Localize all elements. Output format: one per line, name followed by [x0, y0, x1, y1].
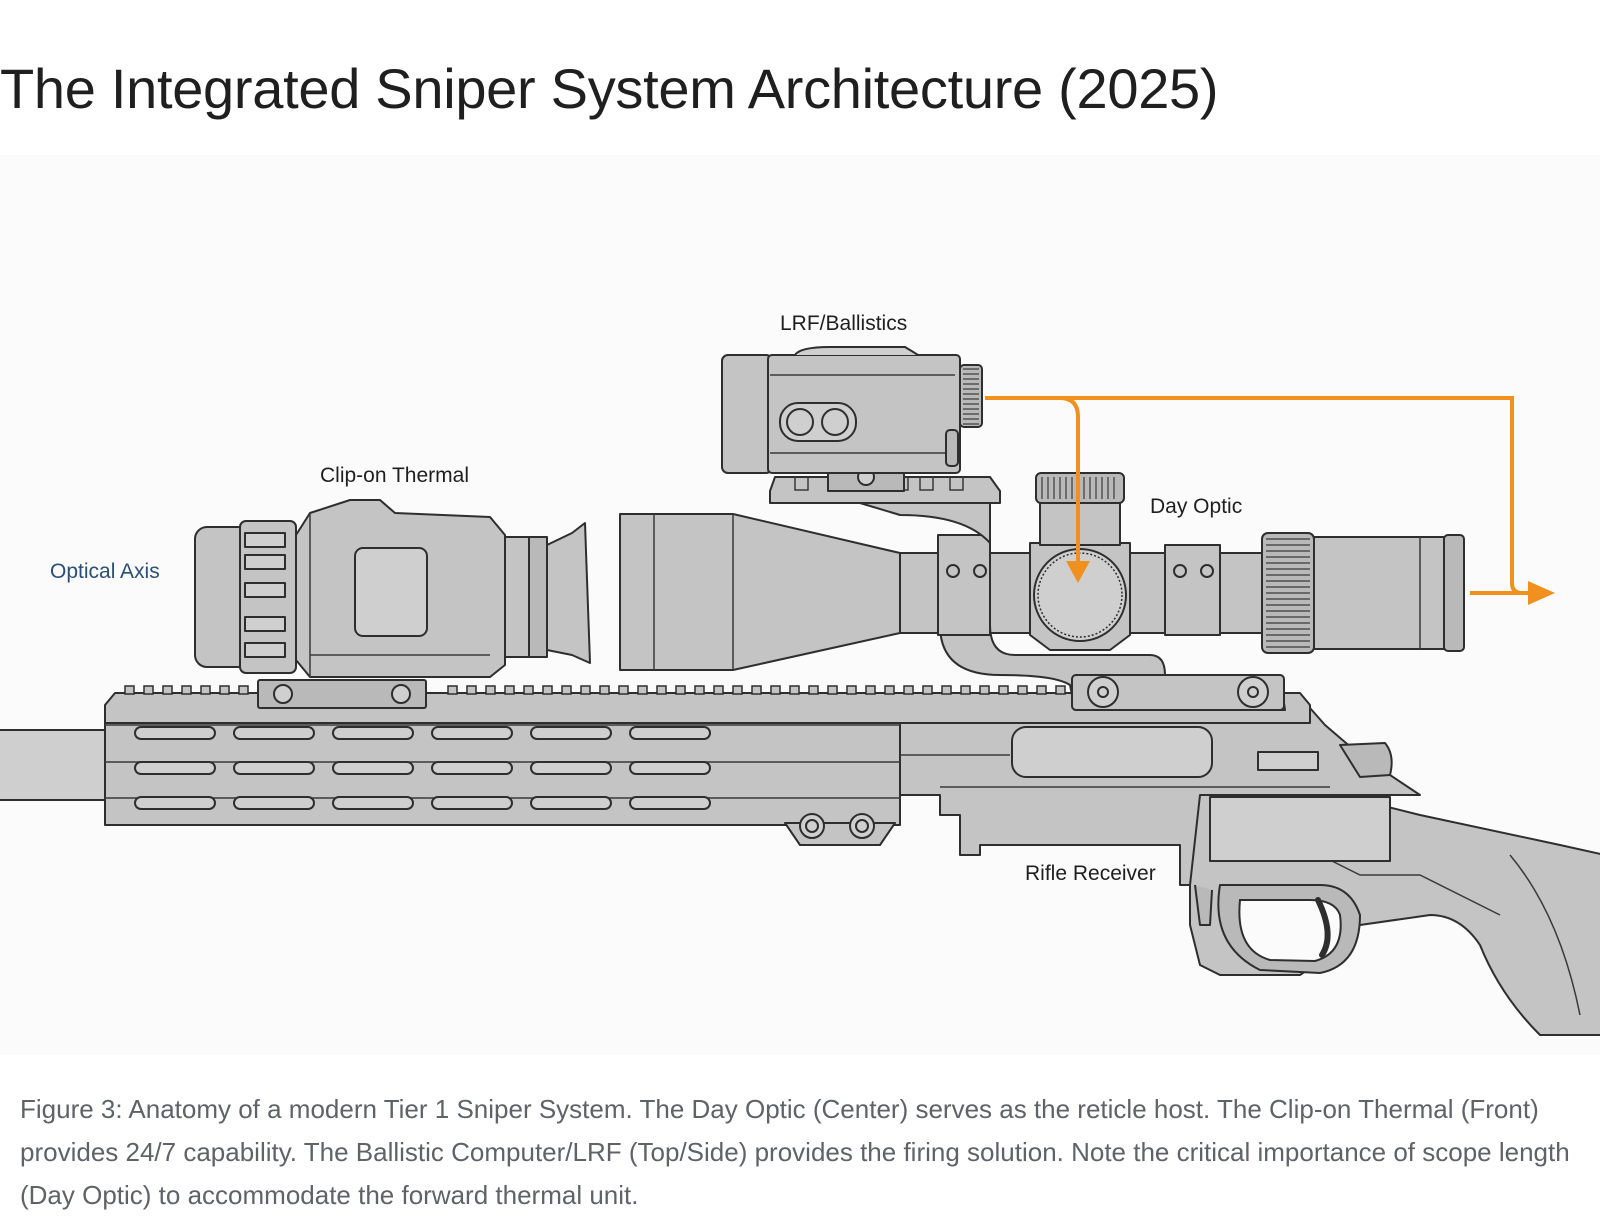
page-title: The Integrated Sniper System Architectur… — [0, 57, 1219, 120]
rifle-body — [0, 685, 1600, 1036]
rail-tooth — [770, 685, 781, 695]
rail-tooth — [884, 685, 895, 695]
data-flow-arrows — [985, 396, 1555, 605]
rail-tooth — [865, 685, 876, 695]
rail-tooth — [618, 685, 629, 695]
rail-teeth — [124, 685, 1066, 695]
mlok-slot — [233, 761, 315, 775]
mlok-slot — [332, 796, 414, 810]
mlok-slot — [233, 726, 315, 740]
rail-tooth — [504, 685, 515, 695]
label-day-optic: Day Optic — [1150, 495, 1242, 518]
rail-tooth — [238, 685, 249, 695]
mlok-slot — [431, 796, 513, 810]
mlok-slot — [134, 761, 216, 775]
label-optical-axis: Optical Axis — [50, 560, 160, 583]
mlok-slots — [134, 726, 711, 810]
rail-tooth — [561, 685, 572, 695]
trigger — [1315, 897, 1331, 958]
rail-tooth — [485, 685, 496, 695]
mlok-slot — [530, 796, 612, 810]
rail-tooth — [751, 685, 762, 695]
arrow-head-right — [1528, 581, 1555, 605]
rail-tooth — [1036, 685, 1047, 695]
mlok-slot — [134, 796, 216, 810]
turret-knurl — [1041, 477, 1115, 499]
label-clip-on-thermal: Clip-on Thermal — [320, 464, 469, 487]
rail-tooth — [637, 685, 648, 695]
mlok-slot — [233, 796, 315, 810]
mlok-slot — [332, 761, 414, 775]
rail-tooth — [694, 685, 705, 695]
rail-tooth — [124, 685, 135, 695]
rail-tooth — [1055, 685, 1066, 695]
rail-tooth — [580, 685, 591, 695]
mlok-slot — [629, 726, 711, 740]
rail-tooth — [846, 685, 857, 695]
figure-caption: Figure 3: Anatomy of a modern Tier 1 Sni… — [20, 1094, 1570, 1210]
rail-tooth — [143, 685, 154, 695]
rail-tooth — [675, 685, 686, 695]
mlok-slot — [431, 761, 513, 775]
rail-tooth — [960, 685, 971, 695]
rail-tooth — [523, 685, 534, 695]
mlok-slot — [530, 726, 612, 740]
arrow-head-down — [1066, 561, 1090, 583]
rail-tooth — [447, 685, 458, 695]
mlok-slot — [530, 761, 612, 775]
rail-tooth — [789, 685, 800, 695]
barrel — [0, 729, 108, 801]
label-rifle-receiver: Rifle Receiver — [1025, 862, 1156, 885]
rifle-diagram: Optical Axis Clip-on Thermal LRF/Ballist… — [0, 312, 1600, 1036]
rail-tooth — [1017, 685, 1028, 695]
mlok-slot — [629, 796, 711, 810]
system-architecture-figure: Optical Axis Clip-on Thermal LRF/Ballist… — [0, 155, 1600, 1055]
clip-on-thermal-unit — [194, 499, 591, 709]
rail-tooth — [998, 685, 1009, 695]
rail-tooth — [827, 685, 838, 695]
label-lrf-ballistics: LRF/Ballistics — [780, 312, 907, 335]
rail-tooth — [713, 685, 724, 695]
rail-tooth — [200, 685, 211, 695]
rail-tooth — [941, 685, 952, 695]
rail-tooth — [162, 685, 173, 695]
lrf-ballistics-unit — [721, 346, 1001, 544]
mlok-slot — [431, 726, 513, 740]
rail-tooth — [922, 685, 933, 695]
rail-tooth — [181, 685, 192, 695]
rail-tooth — [542, 685, 553, 695]
rail-tooth — [808, 685, 819, 695]
mlok-slot — [629, 761, 711, 775]
mlok-slot — [332, 726, 414, 740]
rail-tooth — [466, 685, 477, 695]
rail-tooth — [979, 685, 990, 695]
lrf-knurl — [963, 368, 979, 425]
rail-tooth — [219, 685, 230, 695]
rail-tooth — [732, 685, 743, 695]
rail-tooth — [656, 685, 667, 695]
rail-tooth — [903, 685, 914, 695]
mlok-slot — [134, 726, 216, 740]
rail-tooth — [599, 685, 610, 695]
